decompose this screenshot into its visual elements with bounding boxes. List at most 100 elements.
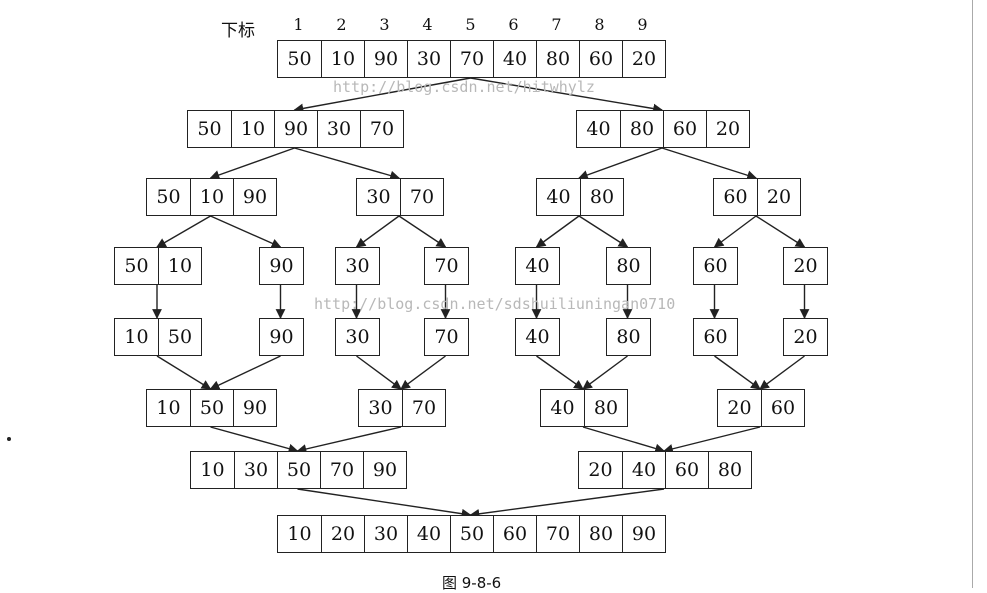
array-cell: 30 bbox=[234, 452, 277, 488]
arrow-r4h-r5d bbox=[759, 355, 805, 390]
arrow-r1a-r2b bbox=[294, 147, 400, 181]
array-cell: 20 bbox=[793, 326, 818, 348]
array-cell: 70 bbox=[434, 326, 459, 348]
array-cell: 30 bbox=[345, 255, 370, 277]
index-label: 下标 bbox=[221, 21, 255, 41]
array-cell: 70 bbox=[402, 390, 445, 426]
array-cell: 90 bbox=[364, 41, 407, 77]
index-number: 3 bbox=[379, 15, 390, 34]
array-cell: 20 bbox=[321, 516, 364, 552]
arrow-r5d-r6b bbox=[663, 426, 761, 454]
array-box-r4e: 40 bbox=[515, 318, 560, 356]
index-number: 7 bbox=[551, 15, 562, 34]
array-cell: 30 bbox=[345, 326, 370, 348]
array-cell: 60 bbox=[665, 452, 708, 488]
array-box-r3d: 70 bbox=[424, 247, 469, 285]
arrow-r2d-r3h bbox=[755, 215, 806, 248]
array-cell: 70 bbox=[400, 179, 443, 215]
index-number: 5 bbox=[465, 15, 476, 34]
arrow-r4e-r5c bbox=[536, 355, 584, 390]
array-cell: 60 bbox=[579, 41, 622, 77]
array-cell: 30 bbox=[368, 397, 393, 419]
array-cell: 10 bbox=[321, 41, 364, 77]
array-cell: 90 bbox=[274, 111, 317, 147]
array-cell: 80 bbox=[620, 111, 663, 147]
array-box-r4c: 30 bbox=[335, 318, 380, 356]
arrow-r4a-r5a bbox=[156, 355, 212, 390]
array-cell: 10 bbox=[200, 459, 225, 481]
arrow-r2d-r3g bbox=[713, 215, 757, 248]
array-cell: 80 bbox=[616, 255, 641, 277]
index-number: 1 bbox=[293, 15, 304, 34]
array-box-r3b: 90 bbox=[259, 247, 304, 285]
arrow-r2c-r3f bbox=[578, 215, 629, 248]
array-box-r4f: 80 bbox=[606, 318, 651, 356]
array-cell: 30 bbox=[366, 186, 391, 208]
array-box-r2c: 40 80 bbox=[536, 178, 624, 216]
array-cell: 20 bbox=[706, 111, 749, 147]
arrow-r1b-r2d bbox=[661, 147, 757, 180]
array-cell: 90 bbox=[233, 179, 276, 215]
array-cell: 20 bbox=[757, 179, 800, 215]
array-cell: 90 bbox=[233, 390, 276, 426]
array-cell: 10 bbox=[287, 523, 312, 545]
arrow-r2b-r3d bbox=[398, 215, 447, 248]
arrow-r4d-r5b bbox=[400, 355, 446, 390]
array-box-r4g: 60 bbox=[693, 318, 738, 356]
array-cell: 70 bbox=[360, 111, 403, 147]
arrow-r5c-r6b bbox=[582, 426, 665, 454]
array-cell: 40 bbox=[586, 118, 611, 140]
array-cell: 20 bbox=[622, 41, 665, 77]
array-cell: 20 bbox=[588, 459, 613, 481]
array-cell: 30 bbox=[364, 516, 407, 552]
arrow-r6b-r7 bbox=[469, 488, 665, 519]
array-cell: 90 bbox=[622, 516, 665, 552]
array-cell: 40 bbox=[550, 397, 575, 419]
edge-line bbox=[972, 0, 973, 588]
arrow-r1a-r2a bbox=[209, 147, 295, 180]
array-cell: 80 bbox=[536, 41, 579, 77]
arrow-r4g-r5d bbox=[714, 355, 761, 390]
array-cell: 40 bbox=[546, 186, 571, 208]
array-box-r4b: 90 bbox=[259, 318, 304, 356]
array-box-r3e: 40 bbox=[515, 247, 560, 285]
arrow-r4b-r5a bbox=[209, 355, 281, 390]
array-cell: 90 bbox=[269, 255, 294, 277]
array-cell: 40 bbox=[622, 452, 665, 488]
array-box-r4a: 10 50 bbox=[114, 318, 202, 356]
array-box-r4d: 70 bbox=[424, 318, 469, 356]
arrow-r4f-r5c bbox=[582, 355, 628, 390]
index-number: 9 bbox=[637, 15, 648, 34]
array-cell: 50 bbox=[124, 255, 149, 277]
array-cell: 80 bbox=[579, 516, 622, 552]
stray-dot bbox=[7, 437, 11, 441]
array-cell: 50 bbox=[450, 516, 493, 552]
array-box-r4h: 20 bbox=[783, 318, 828, 356]
array-cell: 80 bbox=[580, 179, 623, 215]
array-box-r3h: 20 bbox=[783, 247, 828, 285]
array-cell: 40 bbox=[493, 41, 536, 77]
arrow-r5a-r6a bbox=[210, 426, 299, 454]
array-cell: 70 bbox=[450, 41, 493, 77]
array-cell: 50 bbox=[158, 319, 201, 355]
array-cell: 10 bbox=[124, 326, 149, 348]
array-cell: 80 bbox=[708, 452, 751, 488]
arrow-r0-r1b bbox=[470, 77, 663, 114]
array-cell: 80 bbox=[616, 326, 641, 348]
array-cell: 20 bbox=[727, 397, 752, 419]
arrow-r6a-r7 bbox=[297, 488, 472, 519]
arrow-r4c-r5b bbox=[356, 355, 402, 390]
array-cell: 50 bbox=[156, 186, 181, 208]
index-number: 6 bbox=[508, 15, 519, 34]
arrow-r1b-r2c bbox=[578, 147, 663, 180]
